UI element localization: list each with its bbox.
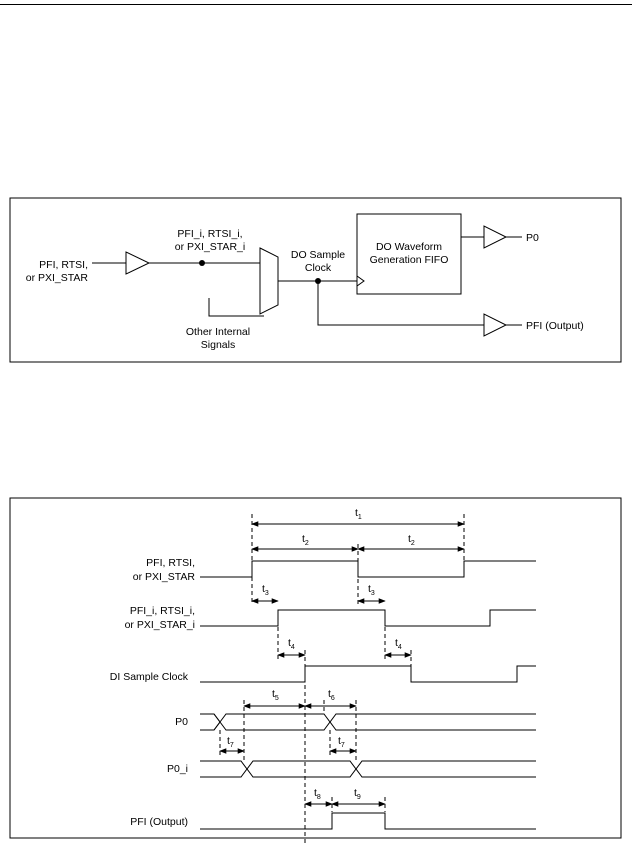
block-diagram-frame bbox=[9, 197, 622, 363]
input-label-line1: PFI, RTSI, bbox=[39, 259, 88, 271]
other-signals-line2: Signals bbox=[201, 339, 235, 351]
signal-label-di-clock: DI Sample Clock bbox=[110, 671, 189, 683]
param-t8: t8 bbox=[314, 787, 321, 801]
junction-dot bbox=[199, 260, 205, 266]
dimension-arrows bbox=[219, 521, 465, 807]
block-diagram: PFI, RTSI, or PXI_STAR PFI_i, RTSI_i, or… bbox=[9, 197, 622, 363]
param-t4-b: t4 bbox=[395, 637, 402, 651]
pfi-output-label: PFI (Output) bbox=[526, 320, 584, 332]
signal-label-pfi-i-line1: PFI_i, RTSI_i, bbox=[130, 605, 195, 617]
timing-diagram: PFI, RTSI, or PXI_STAR PFI_i, RTSI_i, or… bbox=[9, 497, 622, 843]
p0-output-label: P0 bbox=[526, 232, 539, 244]
param-t9: t9 bbox=[354, 787, 361, 801]
waveform-pfi-output bbox=[200, 812, 536, 830]
waveform-p0-i bbox=[200, 760, 536, 778]
p0-buffer bbox=[483, 225, 508, 249]
clock-label-line1: DO Sample bbox=[291, 249, 345, 261]
waveform-p0 bbox=[200, 713, 536, 731]
signal-label-pfi-line1: PFI, RTSI, bbox=[146, 557, 195, 569]
other-signals-line1: Other Internal bbox=[186, 326, 250, 338]
clock-label-line2: Clock bbox=[305, 262, 332, 274]
pfi-buffer bbox=[483, 313, 508, 337]
signal-label-pfi-line2: or PXI_STAR bbox=[133, 571, 196, 583]
clock-mux bbox=[259, 247, 279, 315]
signal-label-pfi-i-line2: or PXI_STAR_i bbox=[125, 619, 195, 631]
signal-label-p0: P0 bbox=[175, 716, 188, 728]
param-t2-b: t2 bbox=[408, 533, 415, 547]
fifo-block bbox=[356, 213, 462, 295]
param-t3-b: t3 bbox=[368, 583, 375, 597]
param-t2-a: t2 bbox=[302, 533, 309, 547]
signal-label-pfi-output: PFI (Output) bbox=[130, 816, 188, 828]
signal-label-p0-i: P0_i bbox=[167, 763, 188, 775]
waveform-pfi bbox=[200, 560, 536, 578]
param-t1: t1 bbox=[355, 507, 362, 521]
input-buffer bbox=[125, 251, 151, 275]
param-t6: t6 bbox=[328, 688, 335, 702]
reference-lines bbox=[219, 514, 465, 843]
param-t3-a: t3 bbox=[262, 583, 269, 597]
param-t7-a: t7 bbox=[227, 735, 234, 749]
internal-label-line2: or PXI_STAR_i bbox=[175, 241, 245, 253]
param-t5: t5 bbox=[272, 688, 279, 702]
internal-label-line1: PFI_i, RTSI_i, bbox=[177, 228, 242, 240]
fifo-label-line1: DO Waveform bbox=[376, 241, 442, 253]
waveform-pfi-i bbox=[200, 609, 536, 627]
waveform-di-clock bbox=[200, 665, 536, 683]
input-label-line2: or PXI_STAR bbox=[26, 272, 89, 284]
page-top-rule bbox=[0, 4, 632, 5]
timing-diagram-frame bbox=[9, 497, 622, 839]
param-t4-a: t4 bbox=[288, 637, 295, 651]
param-t7-b: t7 bbox=[338, 735, 345, 749]
fifo-label-line2: Generation FIFO bbox=[370, 254, 449, 266]
